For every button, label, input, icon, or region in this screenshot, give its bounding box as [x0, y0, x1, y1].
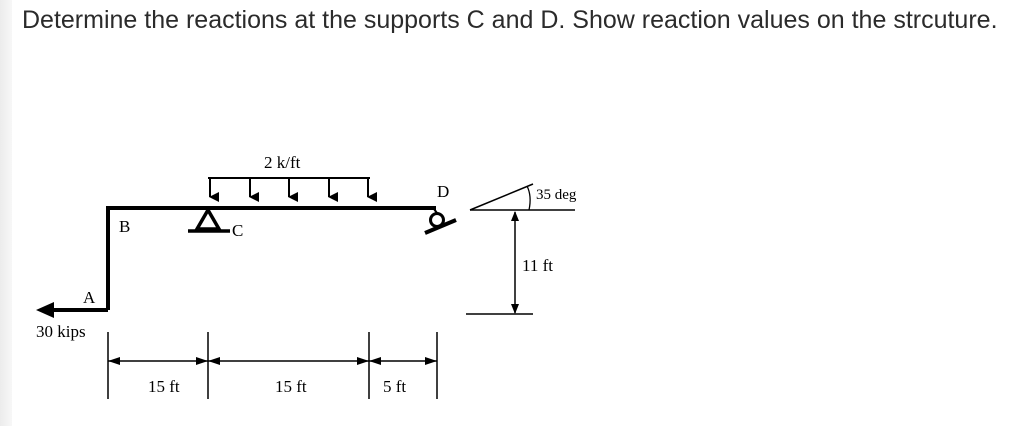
- dimension-label: 15 ft: [275, 377, 307, 396]
- label-c: C: [232, 221, 243, 240]
- frame: [106, 206, 436, 310]
- horizontal-load-label: 30 kips: [36, 322, 86, 341]
- height-label: 11 ft: [522, 256, 553, 275]
- pin-support-c: [188, 206, 230, 233]
- horizontal-dimensions: [107, 332, 438, 399]
- angle-indicator: [469, 183, 575, 211]
- question-text: Determine the reactions at the supports …: [22, 6, 998, 34]
- label-b: B: [119, 217, 130, 236]
- roller-support-d: [424, 208, 457, 235]
- distributed-load-label: 2 k/ft: [264, 153, 301, 172]
- height-dimension: [466, 211, 533, 315]
- angle-label: 35 deg: [536, 187, 577, 203]
- label-d: D: [437, 182, 449, 201]
- label-a: A: [83, 288, 96, 307]
- horizontal-load-arrow: [36, 302, 108, 318]
- dimension-label: 5 ft: [383, 377, 406, 396]
- page-margin-strip: [0, 0, 12, 426]
- distributed-load: [208, 177, 377, 202]
- dimension-label: 15 ft: [148, 377, 180, 396]
